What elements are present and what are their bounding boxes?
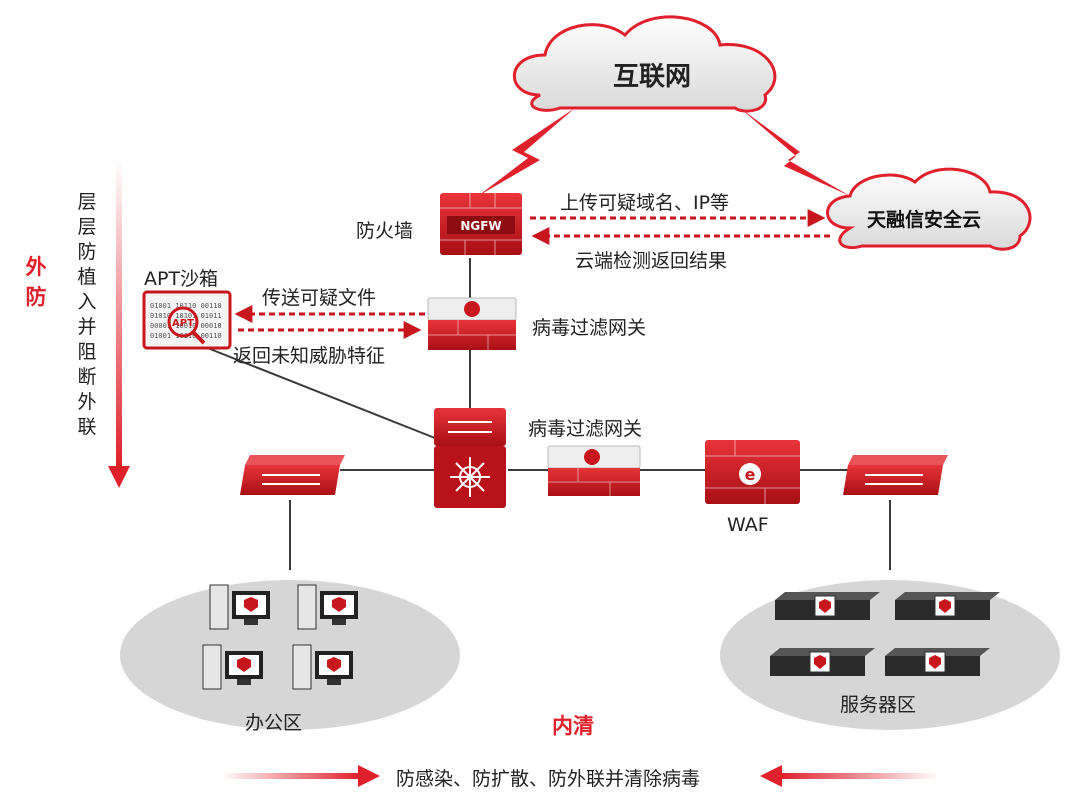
- virus-gateway-mid: [547, 445, 641, 496]
- apt-sandbox-label: APT沙箱: [144, 268, 219, 290]
- bottom-arrow-left-shaft: [220, 773, 360, 779]
- server-switch: [843, 455, 948, 495]
- inner-clean-desc: 防感染、防扩散、防外联并清除病毒: [396, 768, 701, 790]
- servers: [770, 592, 1000, 676]
- firewall-device: [440, 193, 522, 255]
- internet-cloud-label: 互联网: [613, 62, 691, 92]
- office-switch: [240, 455, 345, 495]
- flow-return-features-label: 返回未知威胁特征: [233, 345, 386, 367]
- svg-text:e: e: [745, 465, 756, 484]
- svg-text:00001 10010 00010: 00001 10010 00010: [150, 322, 222, 330]
- flow-cloud-result-label: 云端检测返回结果: [575, 250, 728, 272]
- waf-device: e: [705, 440, 800, 504]
- bottom-arrow-left-head: [358, 765, 380, 787]
- virus-gateway-mid-label: 病毒过滤网关: [528, 418, 643, 440]
- apt-sandbox: 01001 10110 00110 01010 10101 01011 0000…: [142, 290, 232, 350]
- network-links: [199, 258, 891, 570]
- internet-cloud: [512, 15, 777, 113]
- office-pcs: [202, 584, 358, 690]
- server-zone-label: 服务器区: [840, 694, 917, 716]
- bottom-arrow-right-head: [760, 765, 782, 787]
- outer-arrow-head: [108, 466, 130, 488]
- apt-badge: APT: [172, 318, 194, 329]
- waf-label: WAF: [727, 514, 769, 536]
- security-cloud-label: 天融信安全云: [867, 208, 981, 231]
- outer-defense-title: 外防: [25, 255, 47, 309]
- inner-clean-title: 内清: [552, 714, 594, 738]
- flow-send-files-label: 传送可疑文件: [262, 287, 377, 309]
- core-switch: [434, 408, 506, 508]
- svg-text:01001 10110 00110: 01001 10110 00110: [150, 302, 222, 310]
- virus-gateway-top-label: 病毒过滤网关: [532, 317, 647, 339]
- security-cloud: [826, 167, 1032, 251]
- firewall-label: 防火墙: [356, 220, 414, 242]
- flow-upload-label: 上传可疑域名、IP等: [560, 192, 730, 214]
- office-zone-label: 办公区: [245, 712, 303, 734]
- flow-arrows: [234, 209, 830, 339]
- virus-gateway-top: [427, 297, 517, 350]
- office-zone: [120, 580, 460, 730]
- outer-defense-desc: 层层防植入并阻断外联: [77, 191, 97, 438]
- outer-arrow-shaft: [116, 160, 122, 468]
- svg-text:01010 10101 01011: 01010 10101 01011: [150, 312, 222, 320]
- ngfw-brand: NGFW: [460, 219, 501, 233]
- lightning-internet-cloud: [740, 108, 850, 196]
- lightning-internet-firewall: [478, 108, 575, 196]
- bottom-arrow-right-shaft: [780, 773, 940, 779]
